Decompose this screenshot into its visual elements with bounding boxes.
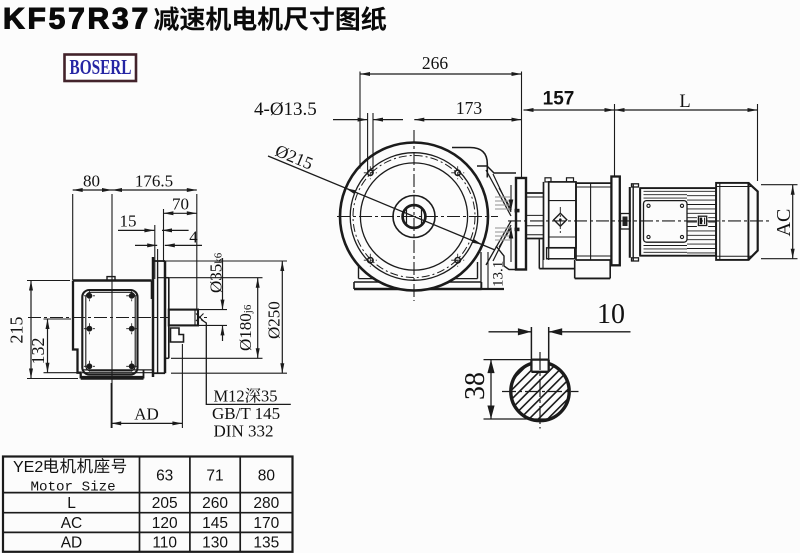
- svg-text:71: 71: [206, 468, 223, 485]
- svg-text:170: 170: [253, 515, 279, 532]
- svg-text:Motor Size: Motor Size: [31, 480, 116, 496]
- svg-text:L: L: [67, 495, 76, 512]
- svg-text:157: 157: [543, 89, 575, 110]
- svg-text:M12: M12: [214, 387, 245, 406]
- svg-text:176.5: 176.5: [135, 172, 173, 191]
- svg-text:80: 80: [83, 172, 100, 191]
- svg-text:GB/T 145: GB/T 145: [212, 404, 280, 423]
- svg-text:215: 215: [7, 317, 27, 344]
- svg-text:13.1: 13.1: [491, 261, 507, 287]
- svg-text:BOSERL: BOSERL: [70, 55, 132, 79]
- svg-text:4-Ø13.5: 4-Ø13.5: [254, 99, 317, 120]
- svg-text:AC: AC: [773, 209, 795, 237]
- svg-text:70: 70: [172, 195, 189, 214]
- svg-text:205: 205: [152, 495, 178, 512]
- svg-text:80: 80: [258, 468, 276, 485]
- svg-text:10: 10: [597, 299, 625, 330]
- svg-text:15: 15: [120, 212, 137, 231]
- svg-text:280: 280: [253, 495, 279, 512]
- svg-text:173: 173: [456, 98, 483, 118]
- svg-text:63: 63: [156, 468, 173, 485]
- svg-text:KF57R37: KF57R37: [3, 3, 151, 36]
- svg-text:DIN 332: DIN 332: [214, 422, 274, 441]
- svg-text:35: 35: [261, 387, 278, 406]
- svg-text:130: 130: [202, 535, 228, 552]
- svg-text:AD: AD: [134, 405, 159, 424]
- svg-text:YE2: YE2: [13, 459, 43, 476]
- svg-text:L: L: [679, 92, 690, 112]
- svg-text:Ø180j6: Ø180j6: [236, 304, 255, 351]
- svg-text:AC: AC: [61, 515, 83, 532]
- svg-text:120: 120: [152, 515, 178, 532]
- svg-text:38: 38: [460, 372, 491, 400]
- svg-text:266: 266: [422, 53, 449, 73]
- svg-text:135: 135: [253, 535, 279, 552]
- svg-text:4: 4: [189, 228, 198, 247]
- svg-text:260: 260: [202, 495, 228, 512]
- svg-text:Ø250: Ø250: [265, 301, 284, 339]
- svg-text:110: 110: [152, 535, 177, 552]
- svg-text:132: 132: [28, 338, 48, 365]
- svg-text:145: 145: [202, 515, 228, 532]
- svg-text:AD: AD: [61, 535, 83, 552]
